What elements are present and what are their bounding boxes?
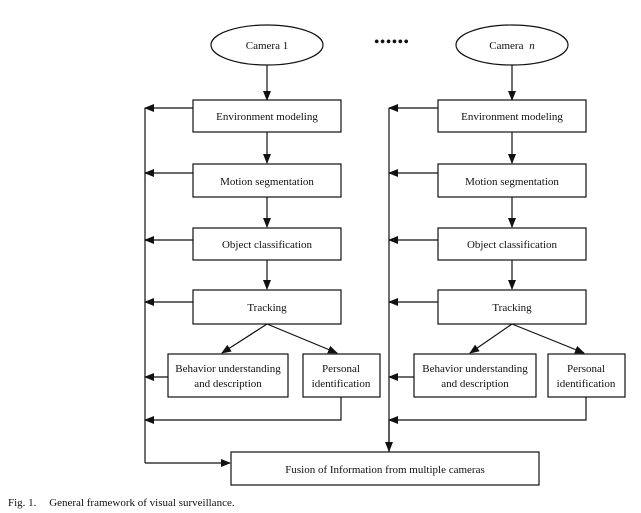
left-behavior-understanding-box <box>167 353 289 398</box>
left-personal-line2: identification <box>312 378 371 390</box>
left-object-classification-label: Object classification <box>222 239 313 251</box>
left-behavior-line2: and description <box>194 378 262 390</box>
cameras-ellipsis: •••••• <box>374 35 409 50</box>
right-tracking-box <box>437 289 587 325</box>
right-object-classification-label: Object classification <box>467 239 558 251</box>
left-personal-identification-box <box>302 353 381 398</box>
right-personal-line1: Personal <box>567 363 605 375</box>
left-personal-line1: Personal <box>322 363 360 375</box>
right-behavior-understanding-box <box>413 353 537 398</box>
camera-right-label: Camera n <box>489 40 535 52</box>
right-personal-identification-box <box>547 353 626 398</box>
right-behavior-line2: and description <box>441 378 509 390</box>
right-motion-segmentation-label: Motion segmentation <box>465 176 559 188</box>
left-tracking-box <box>192 289 342 325</box>
right-pipeline: Camera n Environment modeling Motion seg… <box>385 24 626 452</box>
left-environment-modeling-label: Environment modeling <box>216 111 318 123</box>
fusion-label: Fusion of Information from multiple came… <box>285 464 484 476</box>
fusion-box <box>230 451 540 486</box>
right-behavior-line1: Behavior understanding <box>422 363 528 375</box>
right-motion-segmentation-box <box>437 163 587 198</box>
figure-caption-label: Fig. 1. <box>8 497 37 509</box>
left-behavior-line1: Behavior understanding <box>175 363 281 375</box>
left-pipeline: Camera 1 Environment modeling Motion seg… <box>144 24 381 467</box>
left-object-classification-box <box>192 227 342 261</box>
figure-caption: Fig. 1. General framework of visual surv… <box>8 497 235 509</box>
right-personal-line2: identification <box>557 378 616 390</box>
left-tracking-label: Tracking <box>247 302 287 314</box>
right-tracking-label: Tracking <box>492 302 532 314</box>
left-motion-segmentation-box <box>192 163 342 198</box>
right-environment-modeling-box <box>437 99 587 133</box>
right-object-classification-box <box>437 227 587 261</box>
right-environment-modeling-label: Environment modeling <box>461 111 563 123</box>
figure-caption-text: General framework of visual surveillance… <box>49 497 235 509</box>
left-motion-segmentation-label: Motion segmentation <box>220 176 314 188</box>
left-environment-modeling-box <box>192 99 342 133</box>
camera-left-label: Camera 1 <box>246 40 288 52</box>
